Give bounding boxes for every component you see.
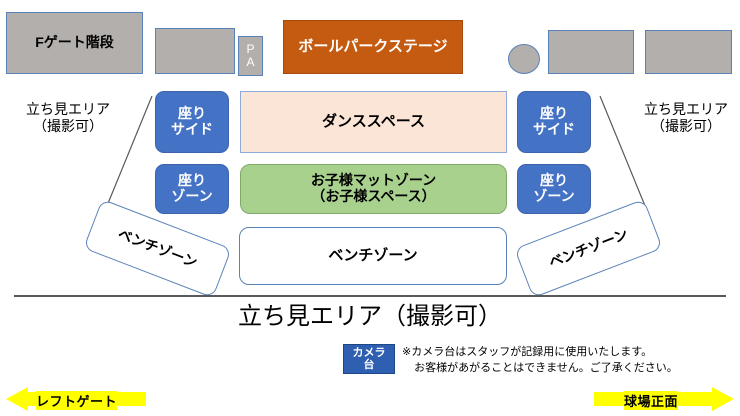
left-gate-label-text: レフトゲート: [36, 394, 118, 409]
top-blank-block-left: [155, 28, 235, 74]
standing-area-label-left: 立ち見エリア （撮影可）: [14, 101, 122, 135]
seating-side-left: 座り サイド: [155, 91, 229, 153]
stadium-front-label-text: 球場正面: [624, 394, 679, 409]
dance-space-label: ダンススペース: [322, 112, 425, 130]
f-gate-stairs-block: Fゲート階段: [6, 12, 143, 74]
standing-area-divider-right: [599, 95, 651, 219]
seating-zone-left-line1: 座り: [178, 172, 206, 189]
seating-zone-right-line1: 座り: [540, 172, 568, 189]
seating-zone-left: 座り ゾーン: [155, 164, 229, 214]
ballpark-stage-label: ボールパークステージ: [298, 37, 448, 55]
standing-area-divider-left: [101, 95, 153, 219]
top-blank-block-right-1: [548, 30, 634, 74]
camera-stand-note-line2: お客様があがることはできません。ご了承ください。: [414, 361, 678, 374]
standing-area-right-line2: （撮影可）: [651, 117, 721, 134]
seating-zone-right-line2: ゾーン: [533, 188, 575, 204]
seating-side-right-line2: サイド: [533, 121, 575, 137]
seating-zone-right: 座り ゾーン: [517, 164, 591, 214]
pa-block: P A: [238, 36, 263, 76]
standing-area-left-line2: （撮影可）: [33, 117, 103, 134]
camera-stand-label-line2: 台: [363, 359, 375, 371]
pa-label-line2: A: [246, 55, 255, 69]
f-gate-stairs-label: Fゲート階段: [35, 34, 114, 51]
bench-zone-center: ベンチゾーン: [239, 227, 507, 285]
kids-mat-zone-block: お子様マットゾーン （お子様スペース）: [240, 164, 507, 214]
dance-space-block: ダンススペース: [240, 91, 507, 153]
left-gate-label: レフトゲート: [36, 391, 118, 410]
top-circle-block: [508, 44, 540, 74]
standing-area-label-right: 立ち見エリア （撮影可）: [634, 101, 738, 135]
seating-side-right-line1: 座り: [540, 105, 568, 122]
pa-label-line1: P: [246, 41, 255, 56]
kids-mat-zone-line2: （お子様スペース）: [311, 188, 436, 204]
standing-area-right-line1: 立ち見エリア: [644, 101, 728, 117]
bench-zone-center-label: ベンチゾーン: [328, 246, 418, 264]
camera-stand-note-line1: ※カメラ台はスタッフが記録用に使用いたします。: [402, 346, 653, 358]
kids-mat-zone-line1: お子様マットゾーン: [310, 172, 437, 189]
standing-area-left-line1: 立ち見エリア: [26, 101, 110, 117]
stadium-front-label: 球場正面: [624, 391, 679, 410]
seating-side-left-line1: 座り: [178, 105, 206, 122]
standing-area-divider-line: [14, 295, 726, 297]
seating-side-right: 座り サイド: [517, 91, 591, 153]
camera-stand-note: ※カメラ台はスタッフが記録用に使用いたします。 お客様があがることはできません。…: [402, 345, 678, 377]
page-title: 立ち見エリア（撮影可）: [0, 303, 740, 332]
camera-stand-box: カメラ 台: [343, 344, 395, 374]
bench-zone-left-label: ベンチゾーン: [116, 225, 200, 271]
bench-zone-right-label: ベンチゾーン: [546, 225, 630, 271]
camera-stand-label-line1: カメラ: [352, 346, 386, 359]
seating-side-left-line2: サイド: [171, 121, 213, 137]
seating-zone-left-line2: ゾーン: [171, 188, 213, 204]
page-title-label: 立ち見エリア（撮影可）: [238, 303, 502, 330]
top-blank-block-right-2: [645, 30, 732, 74]
ballpark-stage-block: ボールパークステージ: [283, 20, 463, 74]
